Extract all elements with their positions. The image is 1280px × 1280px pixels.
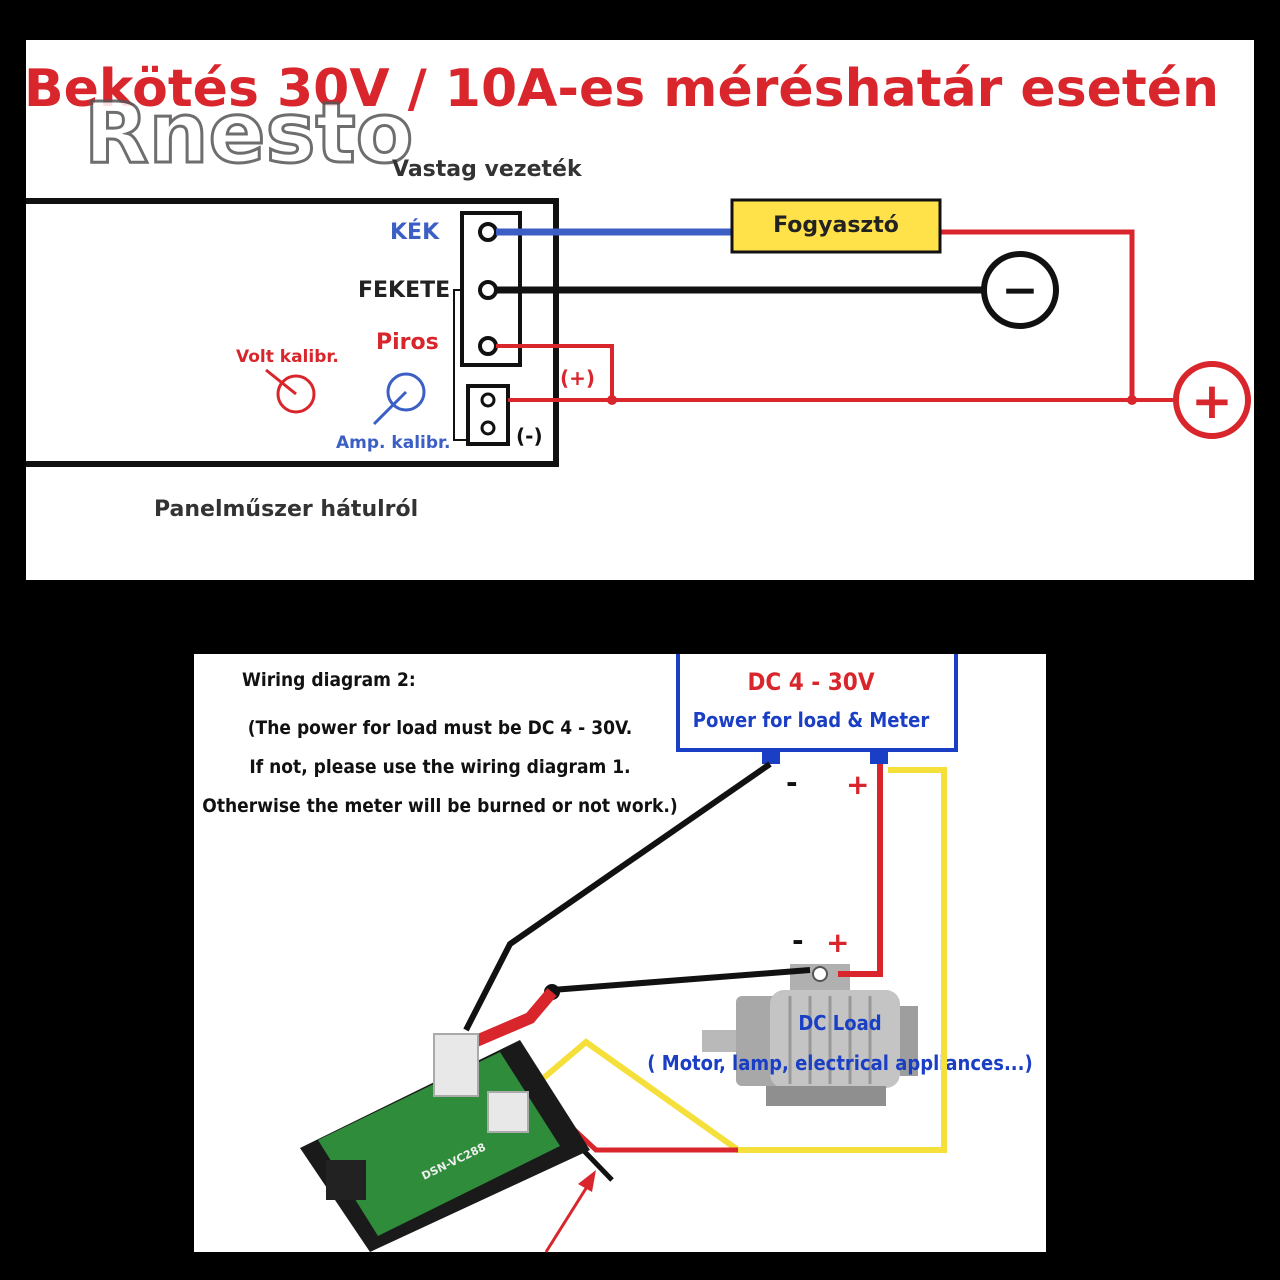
pointer-arrow-icon (544, 1170, 596, 1253)
bottom-diagram: Wiring diagram 2: (The power for load mu… (194, 654, 1046, 1253)
terminal-black (478, 280, 498, 300)
plus-symbol: + (1191, 372, 1233, 430)
amp-kalibr-label: Amp. kalibr. (336, 433, 450, 453)
wiring-heading: Wiring diagram 2: (242, 669, 416, 691)
terminal-blue (478, 222, 498, 242)
black-supply-wire (463, 761, 772, 1032)
supply-minus-sign: - (786, 766, 798, 799)
red-supply-wire (838, 764, 883, 977)
panel-caption: Panelműszer hátulról (154, 497, 418, 522)
terminal-red (478, 336, 498, 356)
voltmeter-ammeter-module: DSN-VC288 (300, 1033, 590, 1252)
red-wire-load (940, 229, 1135, 400)
piros-label: Piros (376, 330, 439, 355)
fogyaszto-label: Fogyasztó (773, 213, 899, 238)
dc-motor-icon (702, 964, 918, 1106)
note-line-3: Otherwise the meter will be burned or no… (202, 795, 677, 817)
top-diagram: Bekötés 30V / 10A-es méréshatár esetén R… (24, 40, 1254, 580)
amp-calibration-pot-icon (372, 372, 426, 426)
note-line-2: If not, please use the wiring diagram 1. (249, 756, 630, 778)
connector-pin-plus (480, 392, 496, 408)
load-subtitle: ( Motor, lamp, electrical appliances...) (647, 1051, 1032, 1075)
junction-dot (607, 395, 617, 405)
volt-kalibr-label: Volt kalibr. (236, 347, 339, 367)
vastag-label: Vastag vezeték (392, 157, 583, 182)
power-supply-box (676, 654, 958, 752)
supply-terminal-minus (762, 750, 780, 764)
load-minus-sign: - (792, 924, 804, 957)
kek-label: KÉK (390, 219, 440, 245)
top-title: Bekötés 30V / 10A-es méréshatár esetén (24, 59, 1219, 119)
panel-meter-outline (26, 198, 559, 467)
supply-title: DC 4 - 30V (747, 668, 874, 696)
supply-subtitle: Power for load & Meter (693, 708, 930, 732)
volt-calibration-pot-icon (265, 368, 316, 414)
red-wire-short (496, 344, 614, 400)
yellow-wire (518, 767, 947, 1153)
fogyaszto-box (730, 198, 942, 254)
note-line-1: (The power for load must be DC 4 - 30V. (248, 717, 633, 739)
black-load-wire (551, 967, 811, 993)
plus-terminal-icon (1173, 361, 1251, 439)
supply-terminal-plus (870, 750, 888, 764)
load-title: DC Load (798, 1011, 881, 1035)
red-thick-wire (457, 988, 557, 1054)
watermark-logo: Rnesto (84, 84, 413, 182)
minus-terminal-icon (981, 251, 1059, 329)
minus-symbol: − (1002, 265, 1039, 316)
internal-link (453, 289, 468, 441)
supply-plus-sign: + (846, 768, 869, 801)
load-plus-sign: + (826, 926, 849, 959)
junction-dot (1127, 395, 1137, 405)
minus-paren-label: (-) (516, 424, 543, 448)
connector-pin-minus (480, 420, 496, 436)
fekete-label: FEKETE (358, 278, 450, 303)
plus-paren-label: (+) (560, 366, 595, 390)
